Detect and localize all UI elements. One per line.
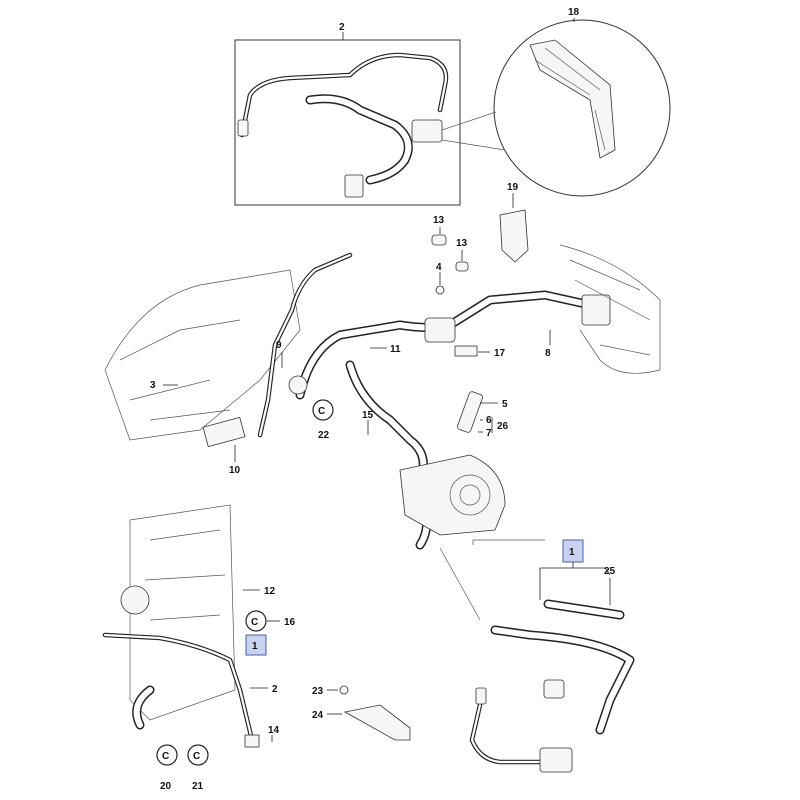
callout-2-top: 2 (339, 22, 345, 33)
callout-13-b: 13 (456, 238, 468, 249)
callout-22: 22 (318, 430, 330, 441)
callout-15: 15 (362, 410, 374, 421)
item-16-ring (245, 610, 267, 632)
clip-glyph-21: C (193, 751, 200, 762)
callout-9: 9 (276, 340, 282, 351)
clip-glyph-22: C (318, 406, 325, 417)
detail-bottom-left (102, 504, 260, 748)
callout-10: 10 (229, 465, 241, 476)
callout-20: 20 (160, 781, 172, 792)
callout-7: 7 (486, 428, 492, 439)
callout-26: 26 (497, 421, 509, 432)
engine-bay-right (559, 244, 661, 374)
callout-1-box-left (245, 634, 267, 656)
item-17-pad (454, 345, 478, 357)
callout-4: 4 (436, 262, 442, 273)
clip-glyph-16: C (251, 617, 258, 628)
callout-16: 16 (284, 617, 296, 628)
callout-18: 18 (568, 7, 580, 18)
item-20-ring (156, 744, 178, 766)
callout-19: 19 (507, 182, 519, 193)
compressor (399, 454, 506, 536)
item-19-clip (499, 193, 529, 263)
callout-14: 14 (268, 725, 280, 736)
callout-2-bottom: 2 (272, 684, 278, 695)
callout-6: 6 (486, 415, 492, 426)
item-24-bracket (343, 704, 411, 741)
callout-3: 3 (150, 380, 156, 391)
callout-1-left: 1 (252, 641, 258, 652)
detail-bottom-right (439, 539, 635, 773)
detail-circle-item-18 (441, 18, 671, 197)
callout-5: 5 (502, 399, 508, 410)
callout-1-right: 1 (569, 547, 575, 558)
callout-21: 21 (192, 781, 204, 792)
callout-12: 12 (264, 586, 276, 597)
item-21-ring (187, 744, 209, 766)
engine-bay-left (104, 252, 353, 448)
callout-17: 17 (494, 348, 506, 359)
callout-24: 24 (312, 710, 324, 721)
clip-glyph-20: C (162, 751, 169, 762)
valve-items-5-6-7 (457, 391, 498, 433)
item-23-screw (339, 685, 349, 695)
callout-11: 11 (390, 344, 401, 355)
items-13-4 (431, 227, 469, 295)
item-22-ring (312, 399, 334, 421)
callout-23: 23 (312, 686, 324, 697)
callout-8: 8 (545, 348, 551, 359)
callout-25: 25 (604, 566, 616, 577)
callout-13-a: 13 (433, 215, 445, 226)
detail-frame-item-2 (234, 32, 461, 206)
